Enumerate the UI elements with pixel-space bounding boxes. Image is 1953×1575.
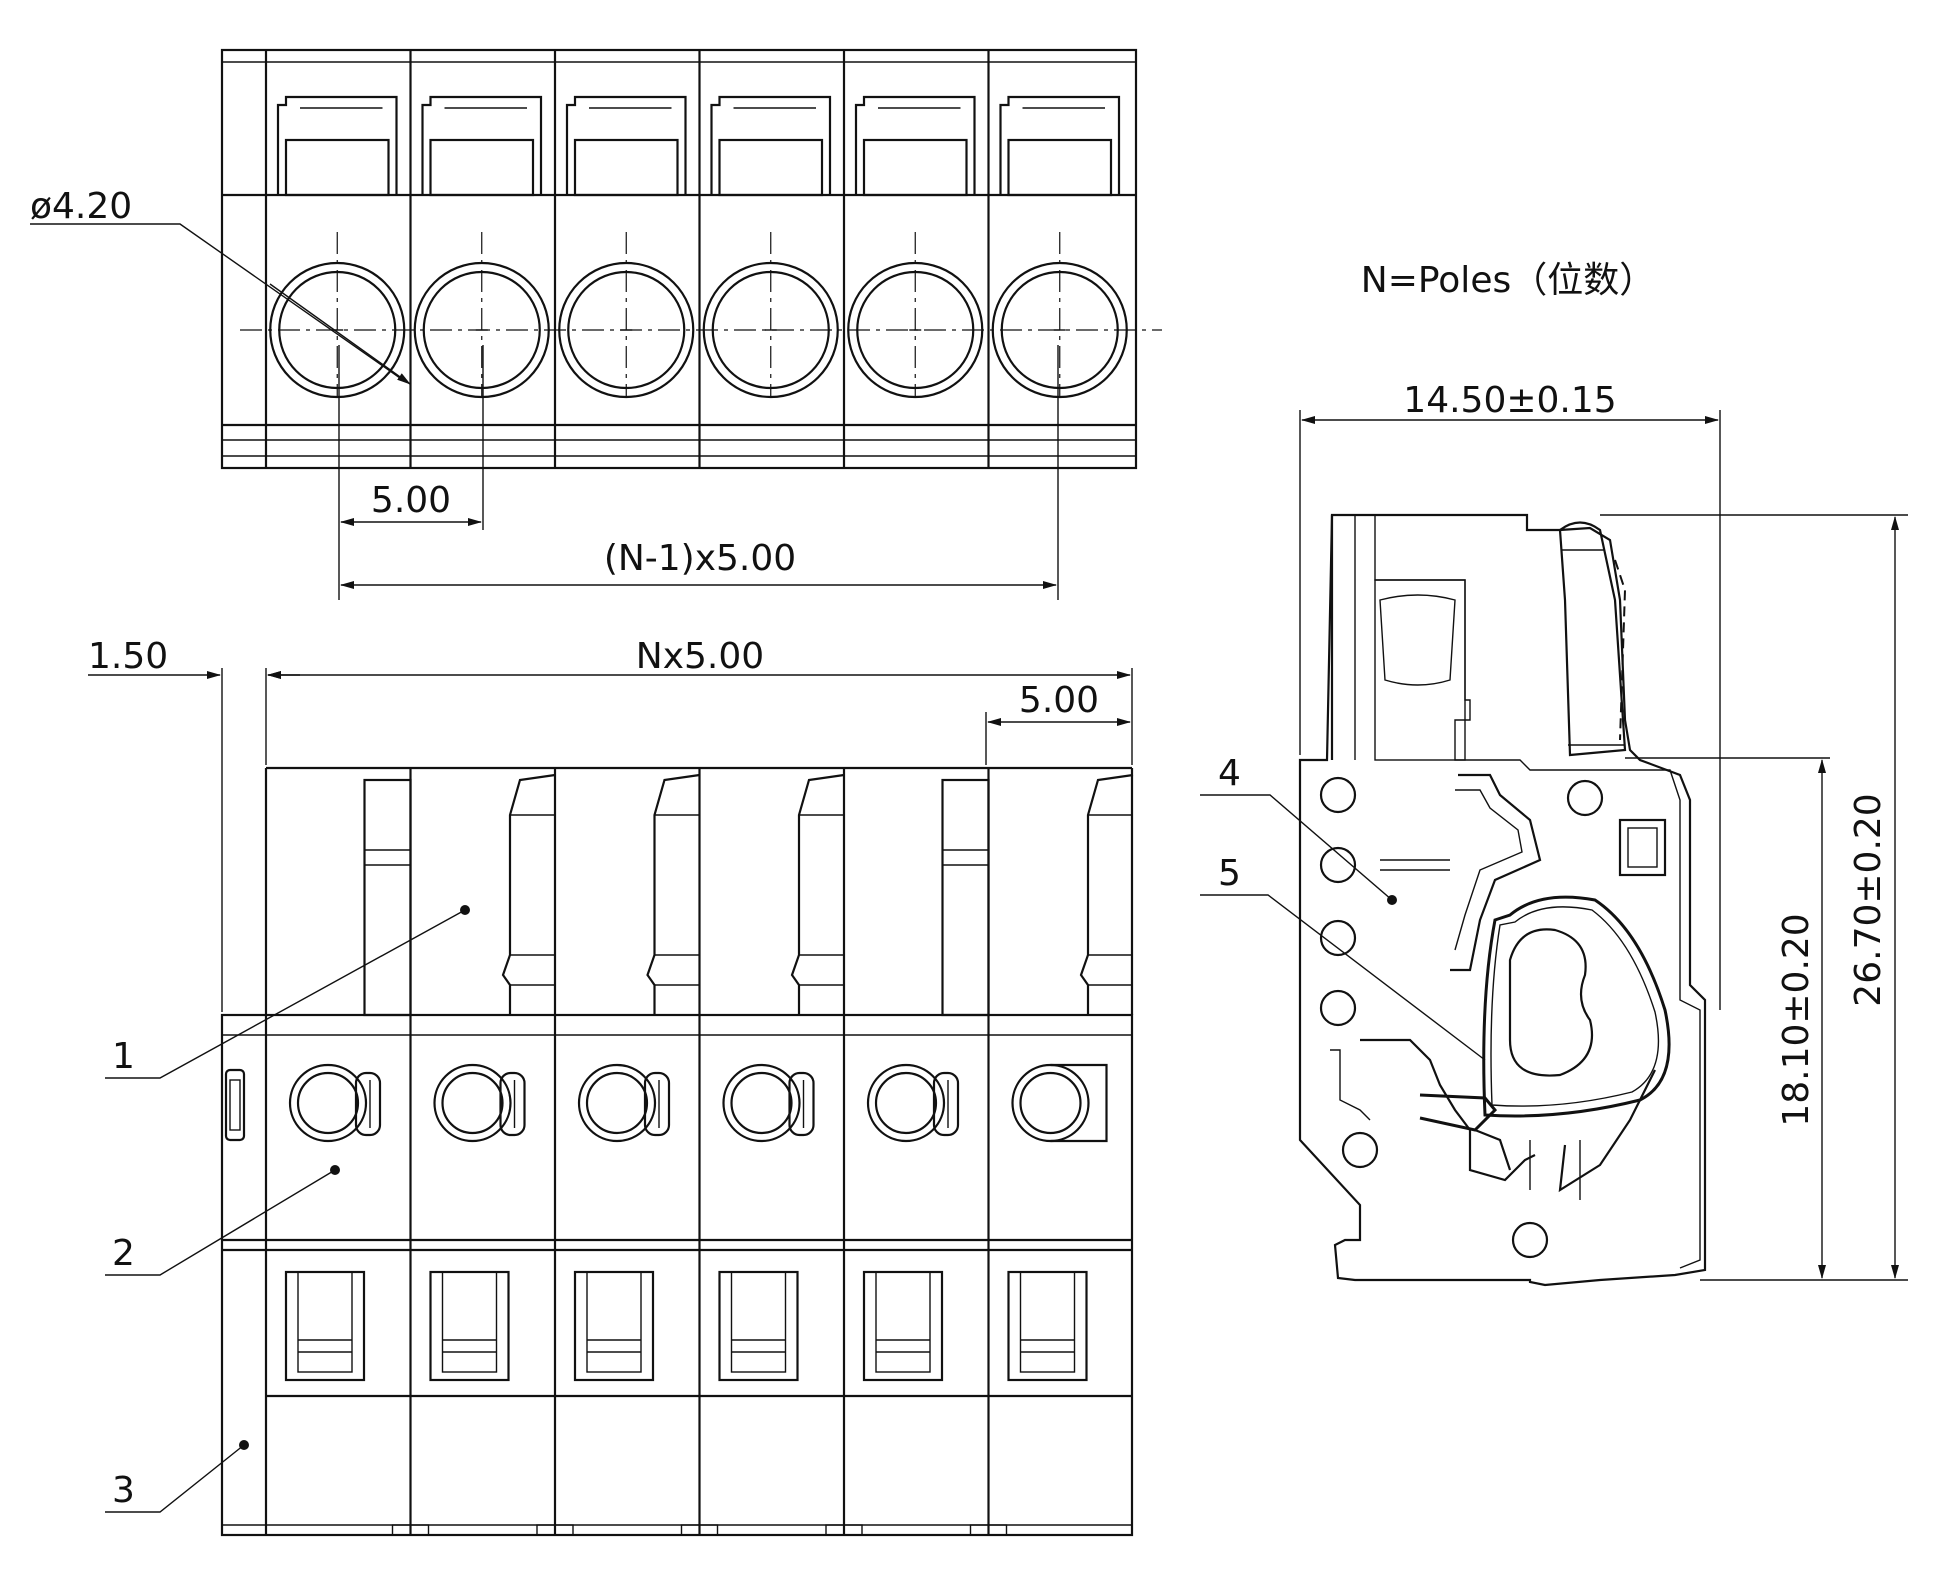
test-window-inner bbox=[441, 1271, 498, 1373]
callout-2: 2 bbox=[112, 1233, 135, 1274]
top-view-cells bbox=[269, 50, 1128, 468]
top-view bbox=[220, 48, 1162, 470]
side-callouts: 4 5 bbox=[1200, 753, 1486, 1061]
callout-5: 5 bbox=[1218, 853, 1241, 894]
front-hole-outer bbox=[433, 1063, 512, 1143]
foot bbox=[969, 1524, 1008, 1536]
side-view bbox=[1298, 513, 1707, 1287]
release-tab bbox=[354, 1071, 382, 1137]
span-top-label: (N-1)x5.00 bbox=[604, 538, 796, 579]
callout-3: 3 bbox=[112, 1470, 135, 1511]
test-window-inner bbox=[297, 1271, 353, 1373]
release-tab bbox=[932, 1071, 960, 1137]
front-hole-outer bbox=[1011, 1063, 1090, 1143]
front-callouts: 1 2 3 bbox=[105, 905, 470, 1513]
clip-slot bbox=[862, 138, 968, 197]
foot bbox=[391, 1524, 430, 1536]
clip-slot bbox=[429, 138, 535, 197]
clip-window bbox=[421, 95, 543, 195]
clip-window bbox=[710, 95, 832, 195]
test-window-inner bbox=[875, 1271, 931, 1373]
front-view-dimensions: 1.50 Nx5.00 5.00 bbox=[88, 636, 1133, 1012]
clip-slot bbox=[718, 138, 824, 197]
height-inner-label: 18.10±0.20 bbox=[1776, 913, 1817, 1126]
foot bbox=[680, 1524, 719, 1536]
front-hole-inner bbox=[730, 1071, 793, 1135]
front-hole-outer bbox=[866, 1063, 946, 1143]
side-width-label: 14.50±0.15 bbox=[1403, 380, 1616, 421]
total-width-label: Nx5.00 bbox=[636, 636, 764, 677]
front-hole-inner bbox=[585, 1071, 649, 1135]
top-view-dimensions: ø4.20 5.00 (N-1)x5.00 bbox=[30, 186, 1059, 600]
front-hole-outer bbox=[577, 1063, 657, 1143]
front-hole-outer bbox=[722, 1063, 801, 1143]
height-total-label: 26.70±0.20 bbox=[1848, 793, 1889, 1006]
front-hole-inner bbox=[441, 1071, 504, 1135]
clip-window bbox=[999, 95, 1121, 195]
poles-note: N=Poles（位数） bbox=[1361, 260, 1655, 301]
plug-slot bbox=[941, 778, 990, 1017]
clip-slot bbox=[1007, 138, 1113, 197]
front-view-cells bbox=[284, 768, 1134, 1535]
foot bbox=[536, 1524, 574, 1536]
clip-window bbox=[854, 95, 976, 195]
test-window-inner bbox=[730, 1271, 787, 1373]
plug-latch bbox=[501, 773, 556, 1015]
release-tab bbox=[788, 1071, 815, 1137]
plug-slot bbox=[363, 778, 412, 1017]
front-view-feet bbox=[391, 1524, 1008, 1536]
hole-diameter-label: ø4.20 bbox=[30, 186, 132, 227]
plug-latch bbox=[790, 773, 845, 1015]
plug-latch bbox=[1079, 773, 1134, 1015]
clip-window bbox=[276, 95, 398, 195]
pitch-front-label: 5.00 bbox=[1019, 680, 1099, 721]
test-window-inner bbox=[1019, 1271, 1076, 1373]
clip-slot bbox=[284, 138, 390, 197]
release-tab bbox=[499, 1071, 526, 1137]
callout-1: 1 bbox=[112, 1036, 135, 1077]
clip-slot bbox=[573, 138, 679, 197]
side-view-dimensions: 14.50±0.15 26.70±0.20 18.10±0.20 N=Poles… bbox=[1299, 260, 1908, 1281]
release-tab bbox=[1050, 1063, 1108, 1143]
front-hole-inner bbox=[296, 1071, 360, 1135]
test-window-inner bbox=[586, 1271, 642, 1373]
front-hole-inner bbox=[1019, 1071, 1082, 1135]
edge-offset-label: 1.50 bbox=[88, 636, 168, 677]
release-tab bbox=[643, 1071, 671, 1137]
pitch-top-label: 5.00 bbox=[371, 480, 451, 521]
front-hole-inner bbox=[874, 1071, 938, 1135]
front-view bbox=[220, 766, 1134, 1537]
front-hole-outer bbox=[288, 1063, 368, 1143]
clip-window bbox=[565, 95, 687, 195]
callout-4: 4 bbox=[1218, 753, 1241, 794]
plug-latch bbox=[646, 773, 700, 1015]
foot bbox=[825, 1524, 863, 1536]
